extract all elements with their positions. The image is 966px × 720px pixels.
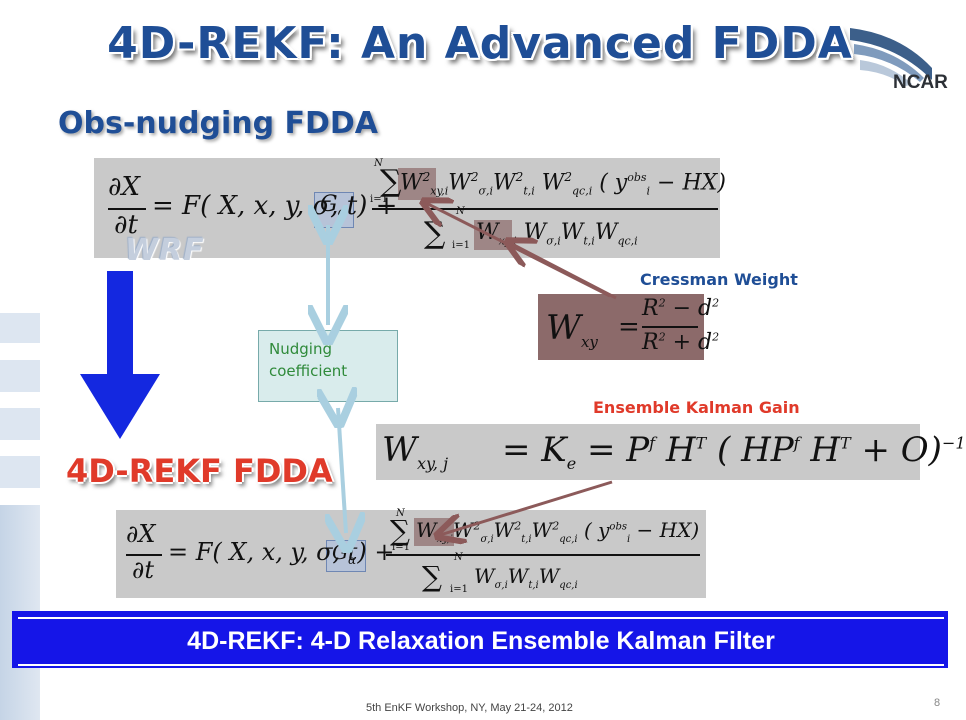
eq-g: Gα [320, 192, 347, 221]
fraction-line [642, 326, 698, 328]
heading-4d-rekf: 4D-REKF FDDA [66, 452, 333, 490]
wrf-label: WRF [125, 233, 205, 268]
down-arrow-icon [80, 374, 160, 439]
eq-numerator: Wxy,iW2σ,iW2t,iW2qc,i ( yobsi − HX) [416, 518, 700, 545]
cressman-w: Wxy [546, 308, 598, 351]
cressman-den: R2 + d2 [642, 330, 720, 355]
nudging-line2: coefficient [269, 362, 348, 380]
sum-limit-bottom: i=1 [450, 584, 468, 595]
sum-symbol: ∑ [390, 514, 410, 547]
banner-text: 4D-REKF: 4-D Relaxation Ensemble Kalman … [18, 617, 944, 666]
cressman-eq: = [618, 312, 640, 342]
eq-lhs-dt: ∂t [132, 556, 155, 584]
deco-square [0, 313, 40, 343]
deco-square [0, 408, 40, 440]
sum-symbol: ∑ [380, 164, 402, 199]
down-arrow-shaft [107, 271, 133, 376]
equation-cressman: Wxy = R2 − d2 R2 + d2 [538, 294, 719, 360]
ensemble-kalman-gain-label: Ensemble Kalman Gain [593, 398, 800, 417]
sum-limit-top: N [456, 206, 465, 217]
sum-limit-bottom: i=1 [452, 240, 470, 251]
deco-square [0, 456, 40, 488]
fraction-line [372, 208, 718, 210]
eq-denominator: Wσ,iWt,iWqc,i [474, 564, 578, 591]
page-number: 8 [934, 697, 941, 709]
cressman-weight-label: Cressman Weight [640, 270, 798, 289]
equation-4d-rekf: ∂X ∂t = F( X, x, y, σ, t) + Gα ∑ N i=1 W… [116, 508, 706, 598]
sum-symbol: ∑ [424, 216, 446, 251]
nudging-coefficient-box: Nudging coefficient [258, 330, 398, 402]
wxy-highlight [398, 168, 436, 200]
equation-kalman-gain: Wxy, j = Ke = Pf HT ( HPf HT + O)−1 [376, 424, 966, 480]
sum-limit-bottom: i=1 [392, 542, 410, 553]
eq-numerator: W2xy,iW2σ,iW2t,i W2qc,i ( yobsi − HX) [400, 170, 726, 198]
sum-limit-top: N [454, 552, 463, 563]
sum-limit-top: N [374, 158, 383, 169]
sum-symbol: ∑ [422, 560, 442, 593]
eq-denominator: Wxy,i Wσ,iWt,iWqc,i [476, 220, 638, 248]
slide-title: 4D-REKF: An Advanced FDDA [107, 18, 853, 69]
deco-square [0, 360, 40, 392]
eq-lhs-d: ∂X [126, 520, 156, 548]
eq-lhs-dt: ∂t [114, 210, 138, 240]
fraction-line [386, 554, 700, 556]
fraction-line [108, 208, 146, 210]
kalman-w: Wxy, j [382, 430, 449, 473]
cressman-num: R2 − d2 [642, 296, 720, 321]
nudging-line1: Nudging [269, 340, 332, 358]
eq-rhs: = F( X, x, y, σ, t) + [152, 191, 398, 221]
fraction-line [126, 554, 162, 556]
eq-rhs: = F( X, x, y, σ, t) + [168, 538, 395, 566]
ncar-logo-text: NCAR [893, 72, 948, 93]
heading-obs-nudging: Obs-nudging FDDA [58, 106, 379, 141]
kalman-rhs: = Ke = Pf HT ( HPf HT + O)−1 [502, 430, 966, 473]
ncar-logo-icon [850, 28, 932, 86]
eq-g: Gα [332, 540, 357, 567]
eq-lhs-d: ∂X [108, 172, 140, 202]
footer-text: 5th EnKF Workshop, NY, May 21-24, 2012 [366, 702, 573, 714]
sum-limit-top: N [396, 508, 405, 519]
sum-limit-bottom: i=1 [370, 194, 388, 205]
